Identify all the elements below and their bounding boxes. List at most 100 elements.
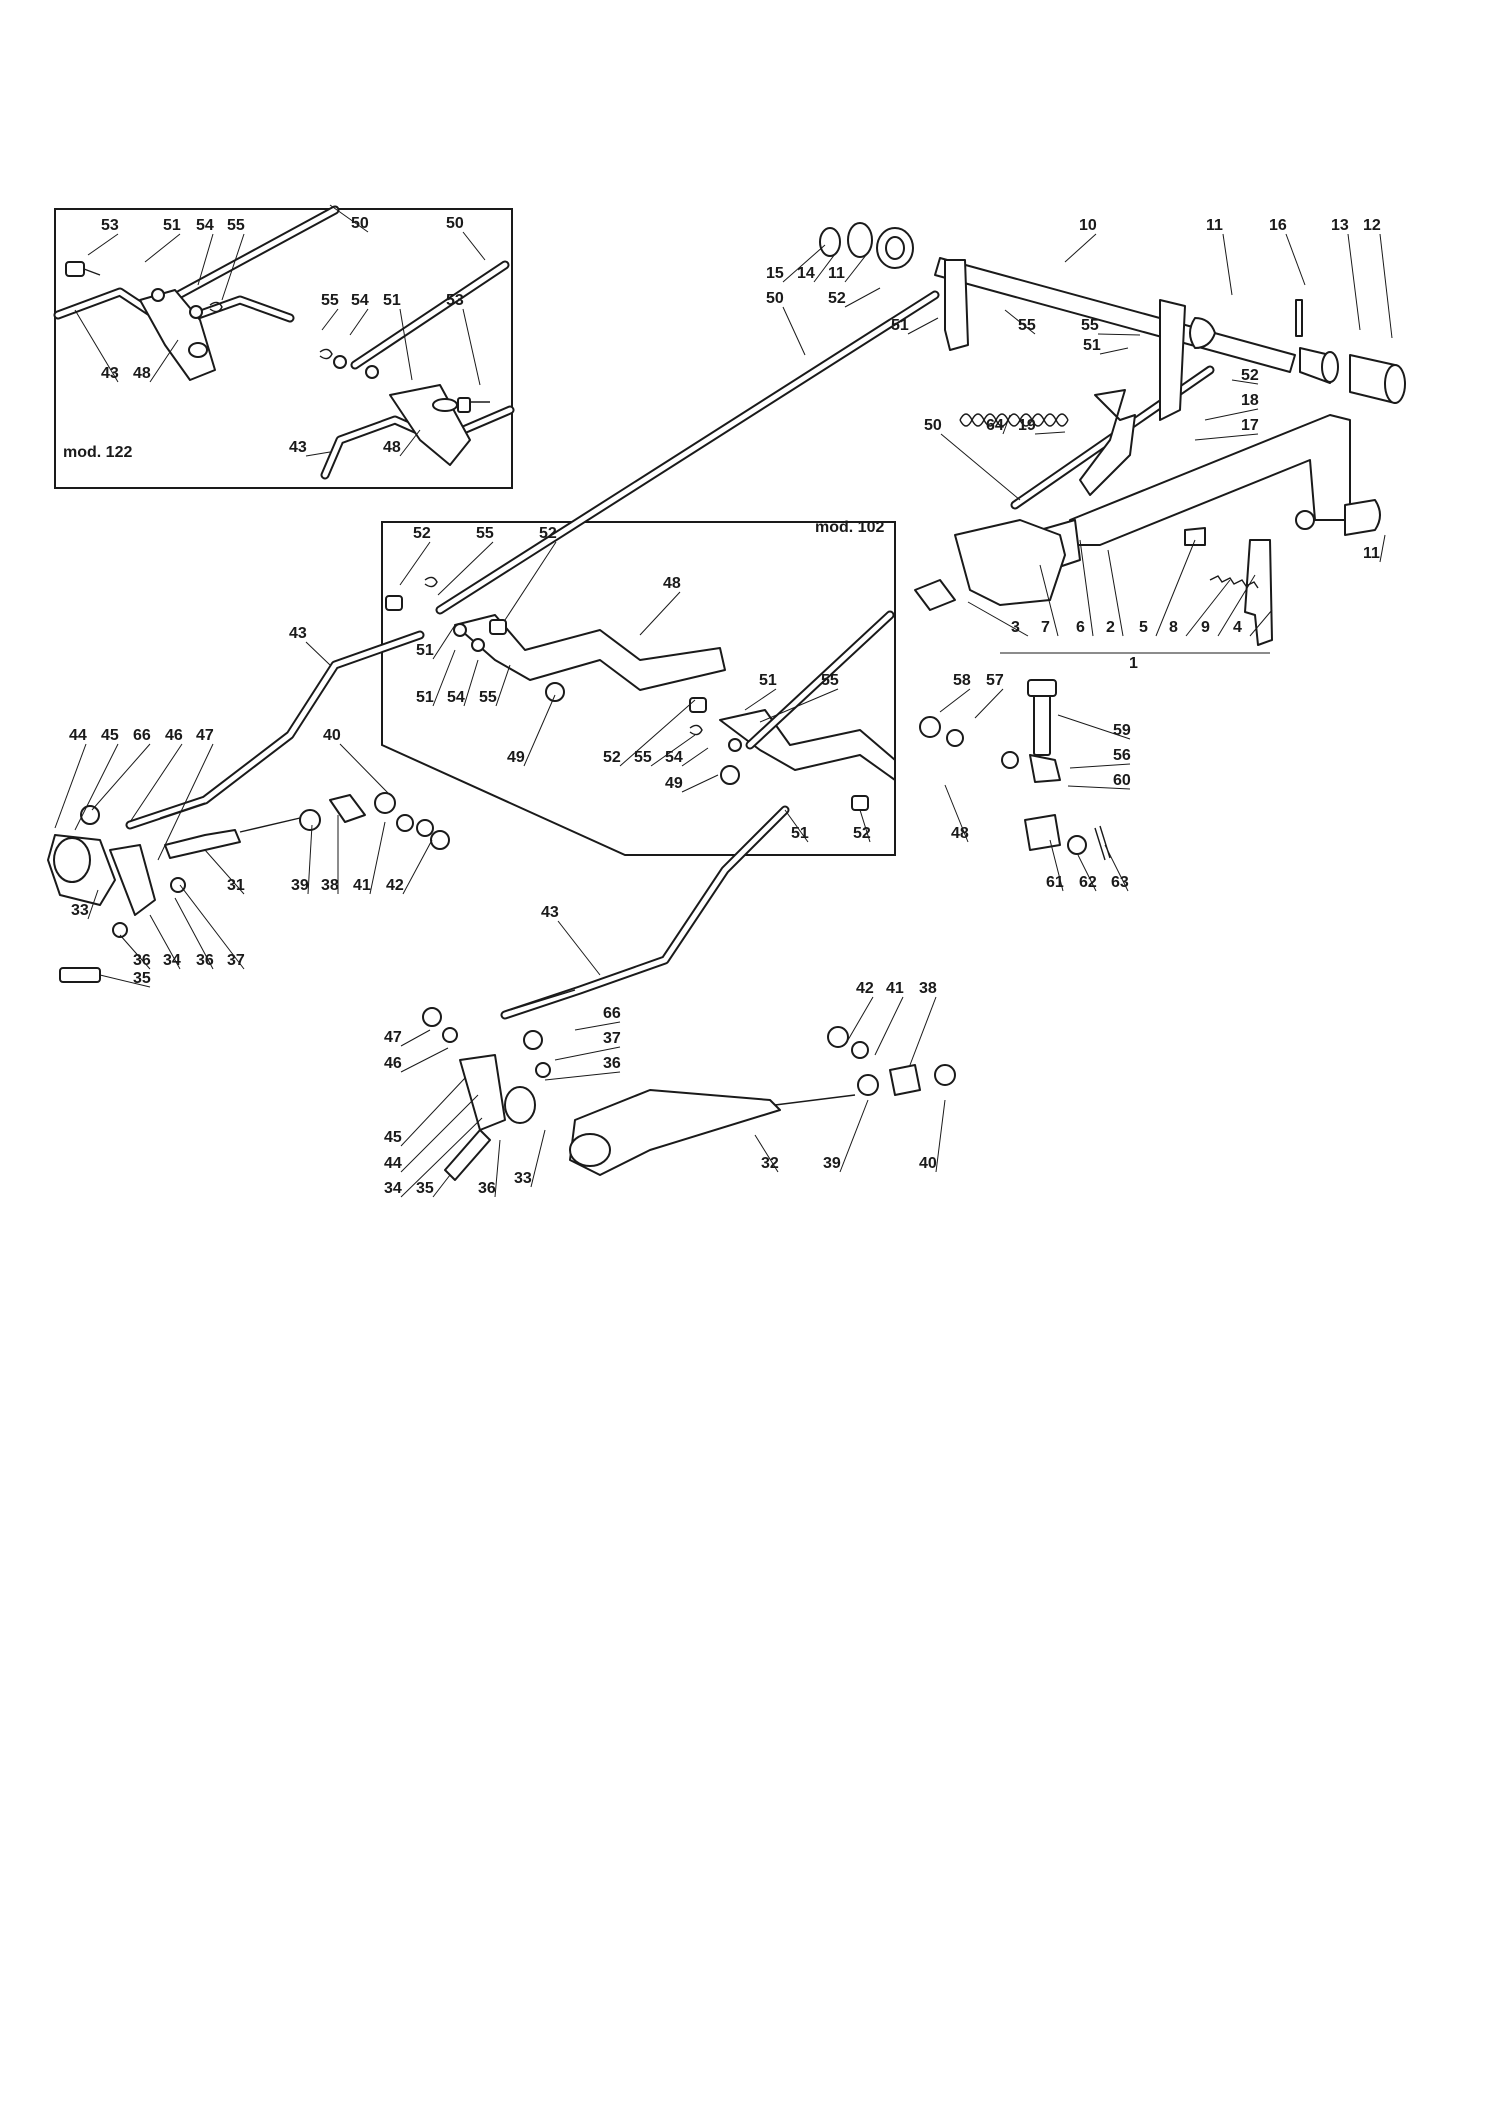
callout-label: 41 (353, 877, 371, 894)
callout-label: 11 (1363, 545, 1380, 562)
callout-leader (400, 1117, 483, 1198)
callout-leader (149, 914, 181, 970)
callout-leader (639, 591, 681, 636)
callout-leader (1069, 763, 1131, 769)
callout-leader (839, 1099, 869, 1173)
callout-label: 16 (1269, 217, 1287, 234)
callout-leader (305, 451, 331, 457)
callout-leader (940, 433, 1021, 501)
callout-label: 46 (165, 727, 183, 744)
callout-leader (1155, 539, 1196, 637)
callout-leader (87, 889, 99, 920)
callout-leader (74, 743, 119, 831)
callout-label: 50 (766, 290, 784, 307)
callout-label: 55 (227, 217, 245, 234)
callout-label: 56 (1113, 747, 1131, 764)
callout-leader (400, 1094, 479, 1173)
callout-leader (935, 1099, 946, 1173)
callout-label: 34 (163, 952, 181, 969)
callout-label: 43 (101, 365, 119, 382)
callout-label: 50 (351, 215, 369, 232)
callout-leader (844, 249, 871, 283)
callout-label: 42 (386, 877, 404, 894)
callout-label: 49 (665, 775, 683, 792)
callout-leader (305, 641, 331, 666)
callout-leader (174, 897, 214, 970)
callout-label: 18 (1241, 392, 1259, 409)
callout-label: 43 (289, 439, 307, 456)
inset-mod-122: mod. 122 (53, 205, 515, 489)
callout-label: 37 (227, 952, 245, 969)
callout-label: 52 (853, 825, 871, 842)
callout-label: 2 (1106, 619, 1115, 636)
callout-label: 45 (384, 1129, 402, 1146)
callout-label: 51 (163, 217, 181, 234)
callout-leader (759, 688, 839, 723)
callout-leader (909, 996, 937, 1066)
lower-linkage-32-47 (422, 1007, 956, 1181)
callout-leader (1249, 609, 1273, 637)
callout-leader (1097, 333, 1141, 336)
callout-leader (74, 309, 119, 383)
callout-label: 43 (289, 625, 307, 642)
callout-leader (1379, 233, 1393, 339)
callout-label: 36 (478, 1180, 496, 1197)
callout-label: 48 (951, 825, 969, 842)
callout-label: 11 (828, 265, 845, 282)
callout-label: 55 (1081, 317, 1099, 334)
callout-label: 43 (541, 904, 559, 921)
callout-label: 48 (383, 439, 401, 456)
callout-leader (402, 839, 433, 895)
callout-label: 14 (797, 265, 815, 282)
callout-label: 36 (196, 952, 214, 969)
callout-leader (179, 884, 245, 970)
callout-label: 63 (1111, 874, 1129, 891)
callout-leader (650, 734, 696, 767)
callout-label: 52 (828, 290, 846, 307)
callout-leader (399, 429, 421, 457)
callout-label: 47 (384, 1029, 402, 1046)
callout-label: 61 (1046, 874, 1064, 891)
callout-label: 31 (227, 877, 245, 894)
callout-leader (681, 747, 709, 767)
callout-label: 51 (416, 642, 434, 659)
callout-leader (907, 317, 939, 335)
callout-leader (321, 308, 339, 331)
callout-label: 8 (1169, 619, 1178, 636)
callout-label: 54 (351, 292, 369, 309)
callout-leader (530, 1129, 546, 1188)
inset-mod-122-frame (54, 208, 513, 489)
callout-label: 38 (919, 980, 937, 997)
callout-leader (99, 974, 151, 988)
callout-label: 3 (1011, 619, 1020, 636)
callout-label: 5 (1139, 619, 1148, 636)
callout-leader (432, 1174, 451, 1198)
callout-leader (1079, 539, 1094, 637)
callout-leader (1107, 549, 1124, 637)
callout-leader (400, 1077, 466, 1147)
callout-leader (339, 743, 389, 794)
callout-label: 44 (69, 727, 87, 744)
callout-leader (400, 1047, 449, 1073)
callout-leader (974, 688, 1004, 719)
callout-label: 54 (196, 217, 214, 234)
callout-leader (1285, 233, 1306, 286)
callout-label: 51 (759, 672, 777, 689)
callout-label: 46 (384, 1055, 402, 1072)
callout-leader (874, 996, 904, 1056)
callout-leader (87, 233, 119, 256)
callout-label: 37 (603, 1030, 621, 1047)
spring-64 (959, 413, 1069, 427)
adjuster-hardware-56-63 (919, 679, 1111, 861)
callout-leader (754, 1134, 779, 1173)
callout-leader (1064, 233, 1097, 263)
callout-label: 35 (416, 1180, 434, 1197)
callout-leader (1099, 347, 1129, 355)
callout-leader (463, 659, 479, 707)
callout-leader (681, 774, 719, 793)
callout-leader (1004, 309, 1036, 335)
callout-leader (197, 233, 214, 286)
callout-label: 55 (634, 749, 652, 766)
callout-label: 51 (1083, 337, 1101, 354)
